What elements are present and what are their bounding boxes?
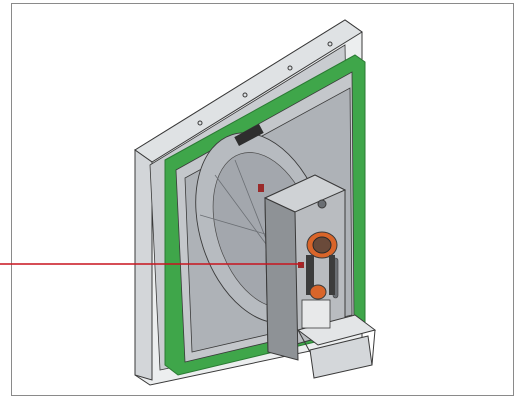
motor-pulley-icon bbox=[298, 231, 338, 329]
